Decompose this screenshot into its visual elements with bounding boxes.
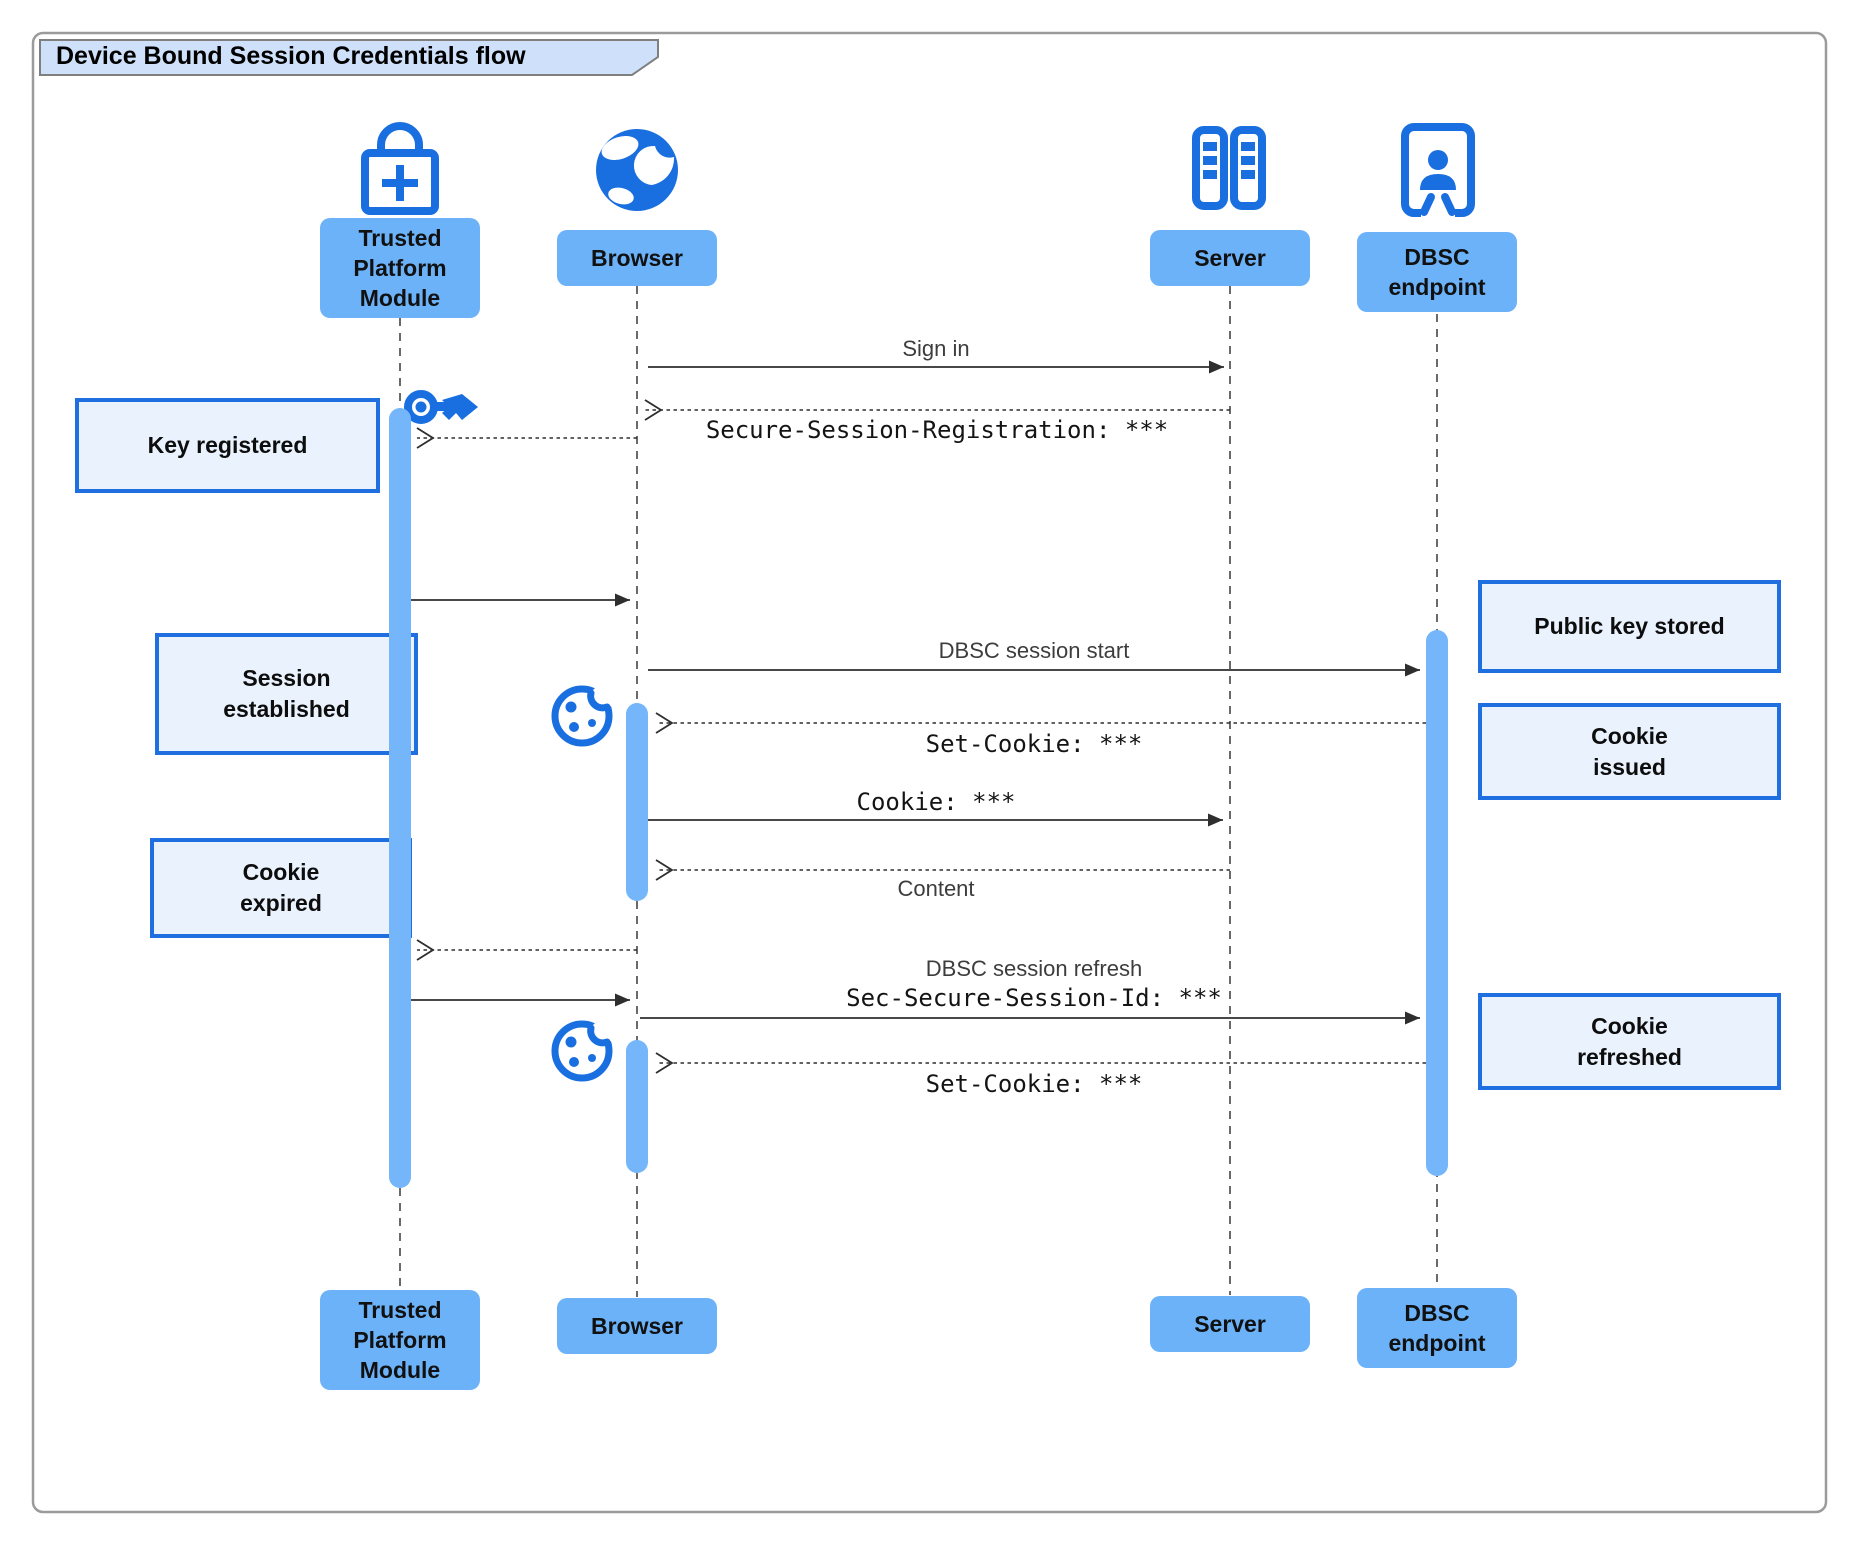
activation-dbsc — [1426, 630, 1448, 1176]
note-key-registered: Key registered — [75, 398, 380, 493]
activation-browser-1 — [626, 703, 648, 901]
note-cookie-expired: Cookie expired — [150, 838, 412, 938]
participant-tpm-top: Trusted Platform Module — [320, 218, 480, 318]
participant-server-bottom: Server — [1150, 1296, 1310, 1352]
diagram-title: Device Bound Session Credentials flow — [56, 42, 526, 70]
participant-server-top: Server — [1150, 230, 1310, 286]
cookie-icon — [555, 686, 614, 743]
key-icon — [404, 390, 478, 424]
note-public-key-stored: Public key stored — [1478, 580, 1781, 673]
note-cookie-issued: Cookie issued — [1478, 703, 1781, 800]
message-label-secure-session-registration: Secure-Session-Registration: *** — [705, 416, 1169, 444]
doorway-user-icon — [1401, 123, 1475, 219]
message-label-dbsc-session-refresh: DBSC session refresh — [925, 956, 1143, 981]
message-label-sign-in: Sign in — [902, 336, 970, 361]
diagram-frame — [31, 31, 1828, 1514]
note-cookie-refreshed: Cookie refreshed — [1478, 993, 1781, 1090]
message-label-set-cookie-1: Set-Cookie: *** — [925, 730, 1143, 758]
participant-dbsc-bottom: DBSC endpoint — [1357, 1288, 1517, 1368]
note-session-established: Session established — [155, 633, 418, 755]
message-label-sec-secure-session-id: Sec-Secure-Session-Id: *** — [846, 984, 1222, 1012]
lock-plus-icon — [361, 122, 439, 215]
participant-browser-bottom: Browser — [557, 1298, 717, 1354]
message-label-set-cookie-2: Set-Cookie: *** — [925, 1070, 1143, 1098]
participant-tpm-bottom: Trusted Platform Module — [320, 1290, 480, 1390]
server-rack-icon — [1192, 126, 1266, 210]
message-label-cookie: Cookie: *** — [856, 788, 1016, 816]
activation-tpm — [389, 408, 411, 1188]
message-arrows — [411, 360, 1426, 1074]
cookie-icon — [555, 1021, 614, 1078]
globe-icon — [596, 129, 678, 211]
title-tab — [39, 39, 659, 76]
participant-dbsc-top: DBSC endpoint — [1357, 232, 1517, 312]
message-label-dbsc-session-start: DBSC session start — [938, 638, 1130, 663]
activation-browser-2 — [626, 1040, 648, 1173]
participant-browser-top: Browser — [557, 230, 717, 286]
message-label-content: Content — [897, 876, 975, 901]
